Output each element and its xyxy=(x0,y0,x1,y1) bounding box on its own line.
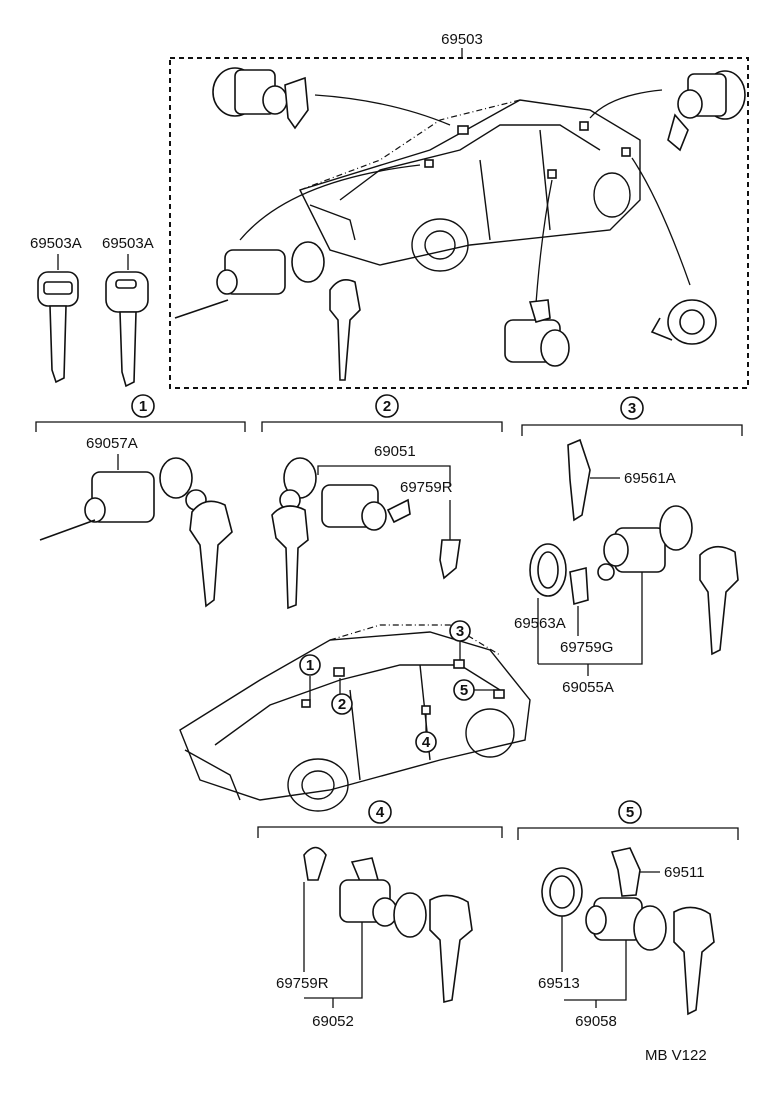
svg-text:3: 3 xyxy=(456,623,464,640)
car-illustration-center xyxy=(179,624,531,812)
svg-text:69052: 69052 xyxy=(312,1013,354,1030)
svg-text:69511: 69511 xyxy=(664,864,705,881)
door-cylinder-top-center xyxy=(504,299,570,367)
group-3-header: 3 xyxy=(521,396,743,436)
svg-text:69759R: 69759R xyxy=(400,479,453,496)
group-1-header: 1 xyxy=(35,394,246,432)
svg-text:69058: 69058 xyxy=(575,1013,617,1030)
svg-text:2: 2 xyxy=(338,696,346,713)
group-1-ignition: 69057A xyxy=(39,435,233,608)
lock-cylinder-top-right xyxy=(667,70,746,152)
footer-code: MB V122 xyxy=(645,1047,707,1064)
trunk-cylinder-top xyxy=(650,299,717,345)
group-3-trunk-lock: 69561A 69563A 69759G 69055A xyxy=(514,438,739,696)
svg-text:69051: 69051 xyxy=(374,443,416,460)
svg-text:1: 1 xyxy=(306,657,314,674)
svg-text:1: 1 xyxy=(139,398,147,415)
dashed-frame xyxy=(169,57,749,389)
group-4-door-lock: 69759R 69052 xyxy=(276,846,473,1030)
group-5-door-lock: 69511 69513 69058 xyxy=(538,847,715,1030)
group-2-header: 2 xyxy=(261,394,503,432)
svg-text:4: 4 xyxy=(422,734,431,751)
svg-text:69055A: 69055A xyxy=(562,679,614,696)
label-69503: 69503 xyxy=(441,31,483,48)
svg-text:2: 2 xyxy=(383,398,391,415)
loose-key-1: 69503A xyxy=(30,235,82,384)
svg-text:69759G: 69759G xyxy=(560,639,613,656)
car-illustration-top xyxy=(299,99,641,272)
group-5-header: 5 xyxy=(517,800,739,840)
svg-text:4: 4 xyxy=(376,804,385,821)
top-assembly-box: 69503 xyxy=(169,31,749,389)
svg-text:3: 3 xyxy=(628,400,636,417)
svg-text:69561A: 69561A xyxy=(624,470,676,487)
svg-text:69759R: 69759R xyxy=(276,975,329,992)
svg-text:69503A: 69503A xyxy=(102,235,154,252)
svg-text:69513: 69513 xyxy=(538,975,580,992)
svg-text:69057A: 69057A xyxy=(86,435,138,452)
car-callouts: 1 2 3 5 4 xyxy=(299,620,494,753)
loose-key-2: 69503A xyxy=(102,235,154,388)
svg-text:5: 5 xyxy=(460,682,468,699)
group-4-header: 4 xyxy=(257,800,503,838)
svg-text:69563A: 69563A xyxy=(514,615,566,632)
lock-cylinder-top-left xyxy=(212,67,309,130)
group-2-door-lock: 69051 69759R xyxy=(271,443,461,610)
svg-text:69503A: 69503A xyxy=(30,235,82,252)
ignition-cylinder-top xyxy=(174,241,361,381)
svg-text:5: 5 xyxy=(626,804,634,821)
